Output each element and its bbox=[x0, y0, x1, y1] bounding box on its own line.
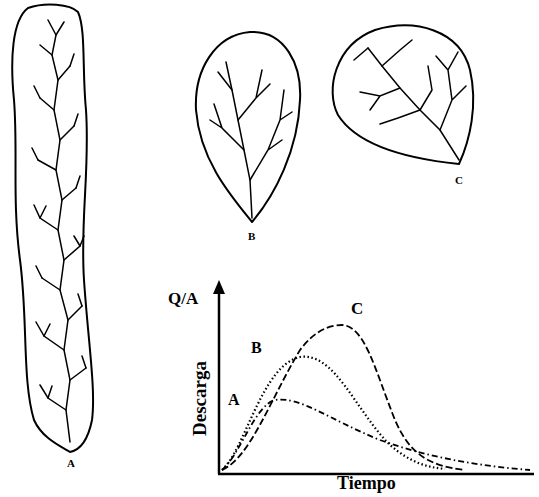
curve-label: A bbox=[228, 392, 240, 408]
hydrograph-curve bbox=[222, 325, 530, 470]
basin-outline bbox=[12, 5, 93, 452]
chart-axes bbox=[213, 280, 534, 474]
basin-label: A bbox=[67, 458, 75, 469]
basin-outline bbox=[333, 26, 474, 164]
basin-outline bbox=[196, 32, 300, 222]
basin-label: C bbox=[455, 175, 463, 186]
basin-label: B bbox=[248, 231, 255, 242]
axis-label: Tiempo bbox=[337, 474, 396, 492]
curve-label: C bbox=[351, 300, 363, 317]
drainage-network bbox=[32, 20, 466, 442]
axis-label: Descarga bbox=[189, 361, 208, 436]
axis-label: Q/A bbox=[168, 290, 198, 307]
curve-label: B bbox=[251, 340, 262, 356]
